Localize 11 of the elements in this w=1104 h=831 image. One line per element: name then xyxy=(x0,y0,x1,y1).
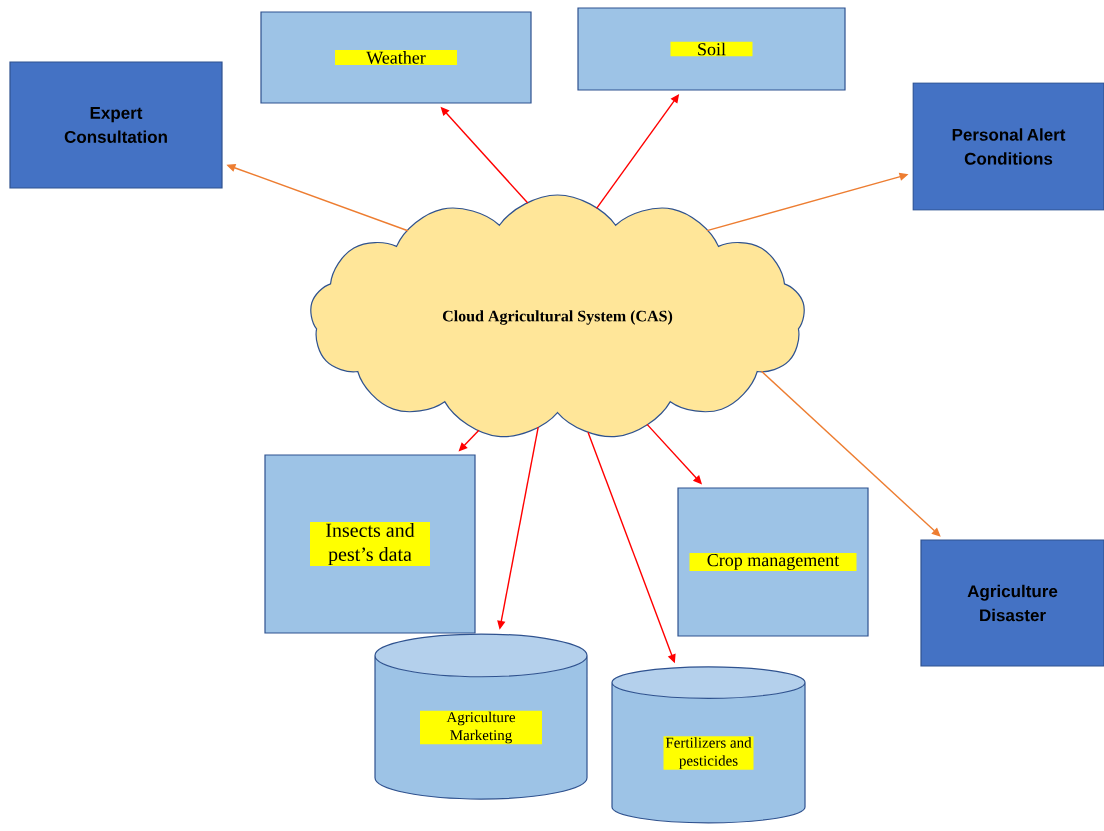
process-box: Expert Consultation xyxy=(9,61,223,189)
database-cylinder: Agriculture Marketing xyxy=(374,633,588,800)
database-cylinder: Fertilizers and pesticides xyxy=(611,666,806,824)
arrow xyxy=(760,370,941,537)
data-box: Crop management xyxy=(677,487,869,637)
process-box: Personal Alert Conditions xyxy=(912,82,1104,211)
process-box: Agriculture Disaster xyxy=(920,539,1104,667)
data-box: Soil xyxy=(577,7,846,91)
data-box: Insects and pest’s data xyxy=(264,454,476,634)
data-box: Weather xyxy=(260,11,532,104)
system-cloud: Cloud Agricultural System (CAS) xyxy=(310,194,805,438)
